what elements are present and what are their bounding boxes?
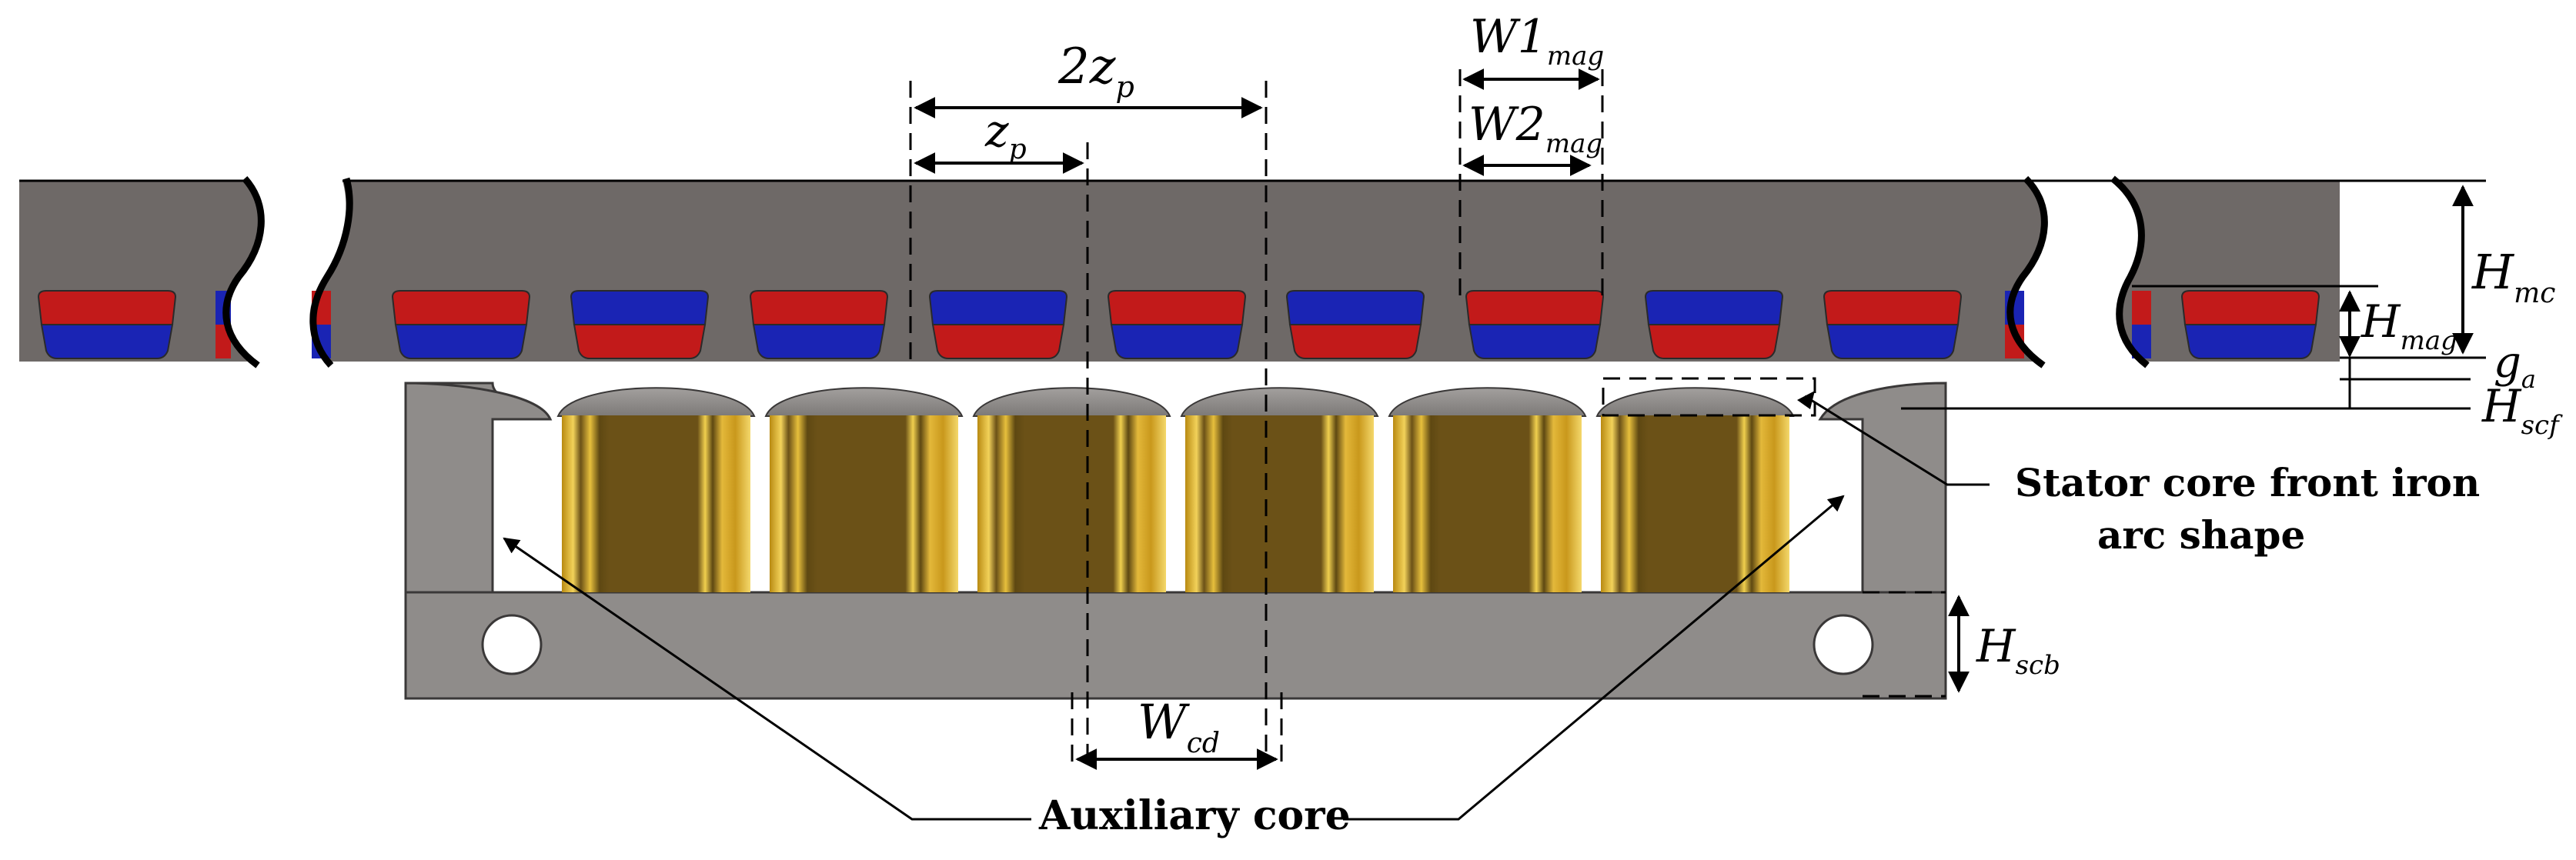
magnet-upper-4 [928,290,1068,325]
arc-pointer [1797,391,1815,409]
magnet-lower-3 [752,324,886,359]
magnet-lower-7 [1468,324,1602,359]
annotation-arc-line1: Stator core front iron [2015,460,2480,505]
magnet-upper-6 [1285,290,1425,325]
stator-pole-arc-3 [1180,387,1379,417]
magnet-upper-1 [391,290,531,325]
bolt-hole-left [481,614,543,675]
magnet-lower-0 [40,324,174,359]
magnet-lower-1 [394,324,528,359]
stator-pole-arc-5 [1595,387,1795,417]
magnet-upper-2 [570,290,710,325]
stator-pole-arc-4 [1388,387,1587,417]
label-w1mag: W1mag [1470,10,1604,72]
stator-left-end-tooth [404,382,553,594]
label-hmag: Hmag [2360,295,2457,356]
annotation-arc-line2: arc shape [2097,512,2305,558]
break-line-left-2 [309,177,353,368]
stator-pole-arc-1 [764,387,964,417]
label-zp: zp [984,105,1027,165]
magnet-lower-5 [1110,324,1244,359]
magnet-lower-8 [1647,324,1781,359]
magnet-lower-10 [2183,324,2317,359]
magnet-upper-7 [1465,290,1605,325]
coil-0 [562,415,750,592]
stator-pole-arc-2 [972,387,1171,417]
break-line-right-1 [2006,175,2048,368]
label-hscf: Hscf [2481,380,2563,441]
magnet-upper-3 [749,290,889,325]
label-w2mag: W2mag [1468,98,1602,159]
magnet-upper-0 [37,290,177,325]
magnet-upper-5 [1107,290,1247,325]
magnet-lower-9 [1826,324,1960,359]
coil-2 [977,415,1166,592]
stator-right-end-tooth [1818,382,1947,594]
magnet-lower-4 [931,324,1065,359]
label-hmc: Hmc [2471,244,2555,309]
magnet-sliver-upper-3 [2132,291,2151,325]
annotation-auxiliary-core: Auxiliary core [1038,792,1351,839]
coil-1 [770,415,958,592]
dimension-guides [909,69,1946,762]
coil-3 [1185,415,1374,592]
magnet-upper-9 [1823,290,1963,325]
stator-pole-arc-0 [556,387,756,417]
break-line-right-2 [2110,175,2150,368]
label-wcd: Wcd [1138,694,1220,759]
magnet-upper-10 [2180,290,2320,325]
magnet-upper-8 [1644,290,1784,325]
label-hscb: Hscb [1976,620,2060,681]
extension-lines [1570,179,2486,410]
break-line-left-1 [222,176,265,368]
dimension-arrows [914,68,2474,770]
stator-core [404,382,1947,700]
magnet-lower-2 [573,324,707,359]
coil-5 [1601,415,1789,592]
mover-core-main [309,181,2043,362]
bolt-hole-right [1813,614,1874,675]
label-ga: ga [2494,338,2536,394]
leader-lines [503,395,1990,821]
magnet-lower-6 [1288,324,1422,359]
mover-core [19,175,2340,368]
label-2zp: 2zp [1057,38,1134,104]
coil-4 [1393,415,1582,592]
